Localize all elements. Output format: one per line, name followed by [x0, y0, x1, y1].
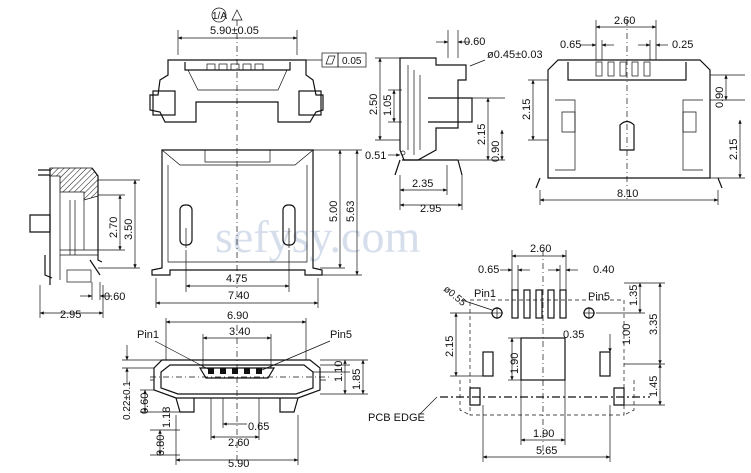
dim-width-590: 5.90±0.05	[210, 25, 259, 37]
label-bf-pin1: Pin1	[137, 329, 159, 341]
side-view: 0.60 ø0.45±0.03 2.50 1.05 2.15 0.90 0.51…	[365, 30, 543, 215]
dim-pin-dia: ø0.45±0.03	[487, 49, 543, 61]
left-side-section: 2.70 3.50 0.60 2.95	[29, 167, 140, 321]
dim-bf-110: 1.10	[333, 361, 345, 382]
dim-bf-065: 0.65	[248, 421, 269, 433]
dim-bf-185: 1.85	[351, 369, 363, 390]
dim-060: 0.60	[104, 291, 125, 303]
dim-fp-hole: ø0.55	[441, 284, 468, 309]
rev-mark: 1/A	[212, 11, 227, 22]
dim-side-235: 2.35	[412, 178, 433, 190]
dim-fp-335: 3.35	[648, 314, 660, 335]
dim-bf-022: 0.22±0.1	[122, 381, 133, 420]
dim-side-105: 1.05	[382, 95, 394, 116]
dim-fp-190v: 1.90	[509, 353, 521, 374]
dim-width-740: 7.40	[228, 290, 249, 302]
watermark-text: sefysy.com	[215, 211, 420, 262]
dim-fp-035: 0.35	[563, 329, 584, 341]
dim-295: 2.95	[60, 309, 81, 321]
dim-rf-810: 8.10	[617, 188, 638, 200]
dim-rf-215b: 2.15	[728, 139, 740, 160]
top-front-view: 1/A 5.90±0.05 0.05	[149, 7, 367, 130]
bottom-front-view: 6.90 3.40 Pin1 Pin5 0.22±0.1 0.60 1.18 0…	[122, 310, 368, 470]
dim-bf-260: 2.60	[228, 437, 249, 449]
dim-side-090: 0.90	[490, 141, 502, 162]
dim-bf-690: 6.90	[227, 310, 248, 322]
dim-rf-260: 2.60	[614, 15, 635, 27]
dim-side-295: 2.95	[420, 203, 441, 215]
dim-bf-080: 0.80	[155, 435, 167, 456]
dim-bf-340: 3.40	[229, 326, 250, 338]
dim-fp-135: 1.35	[628, 285, 640, 306]
dim-fp-100: 1.00	[621, 324, 633, 345]
dim-bf-118: 1.18	[161, 407, 173, 428]
dim-rf-025: 0.25	[672, 39, 693, 51]
dim-side-051: 0.51	[365, 150, 386, 162]
label-fp-pin5: Pin5	[588, 291, 610, 303]
dim-pin-span: 4.75	[226, 273, 247, 285]
dim-rf-065: 0.65	[560, 39, 581, 51]
right-front-view: 2.60 0.65 0.25 2.15 0.90 2.15 8.10	[521, 15, 745, 205]
label-fp-pin1: Pin1	[474, 288, 496, 300]
dim-350: 3.50	[123, 219, 135, 240]
dim-bf-590: 5.90	[228, 458, 249, 470]
dim-fp-065: 0.65	[478, 264, 499, 276]
dim-depth-563: 5.63	[345, 201, 357, 222]
dim-side-215: 2.15	[476, 124, 488, 145]
dim-fp-260: 2.60	[530, 243, 551, 255]
dim-fp-040: 0.40	[593, 264, 614, 276]
dim-depth-500: 5.00	[328, 201, 340, 222]
dim-side-250: 2.50	[368, 94, 380, 115]
pcb-footprint: PCB EDGE 2.60 0.65 0.40 ø0.55	[368, 243, 665, 462]
top-plan-view: 4.75 7.40 5.00 5.63	[151, 135, 362, 308]
dim-flatness: 0.05	[342, 56, 362, 67]
label-pcb-edge: PCB EDGE	[368, 412, 425, 424]
dim-fp-190: 1.90	[533, 428, 554, 440]
dim-fp-565: 5.65	[536, 445, 557, 457]
dim-side-060: 0.60	[464, 36, 485, 48]
dim-bf-060: 0.60	[139, 393, 151, 414]
label-bf-pin5: Pin5	[330, 329, 352, 341]
dim-270: 2.70	[108, 217, 120, 238]
dim-rf-090: 0.90	[714, 87, 726, 108]
dim-fp-215: 2.15	[444, 336, 456, 357]
dim-rf-215: 2.15	[521, 99, 533, 120]
dim-fp-145: 1.45	[648, 376, 660, 397]
